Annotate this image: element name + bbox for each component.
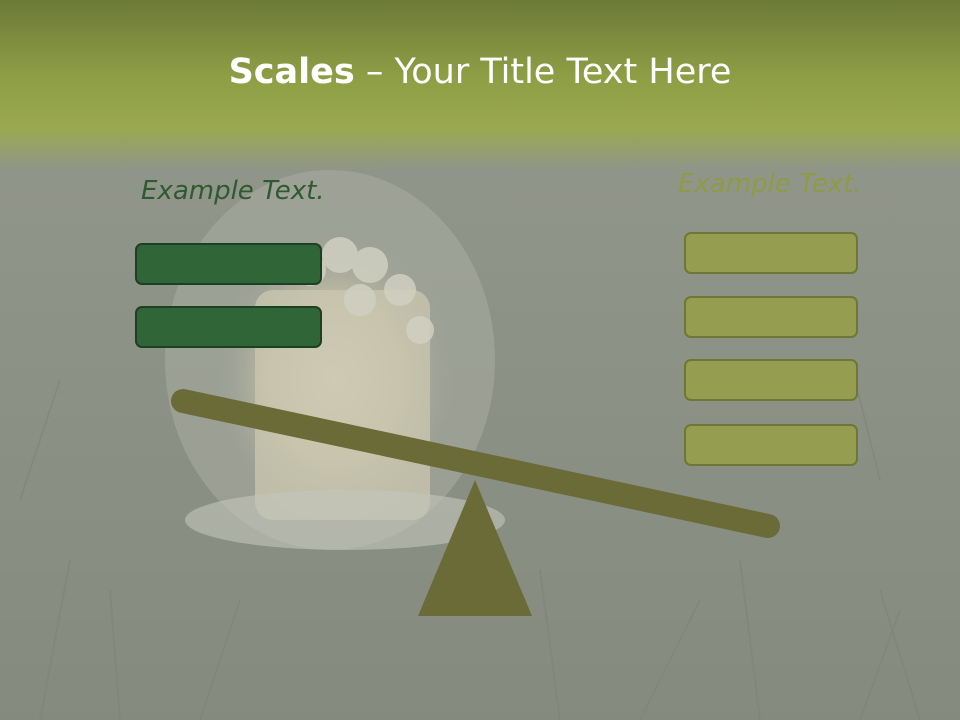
scale-fulcrum	[418, 480, 532, 616]
scale-beam	[171, 389, 780, 538]
left-box-2	[135, 306, 322, 348]
title-bold-text: Scales	[228, 52, 355, 92]
right-box-2	[684, 296, 858, 338]
slide-title: Scales – Your Title Text Here	[0, 52, 960, 92]
right-box-4	[684, 424, 858, 466]
left-example-label: Example Text.	[141, 176, 325, 206]
right-box-1	[684, 232, 858, 274]
left-box-1	[135, 243, 322, 285]
title-band	[0, 0, 960, 170]
right-box-3	[684, 359, 858, 401]
right-example-label: Example Text.	[678, 169, 862, 199]
title-rest-text: – Your Title Text Here	[354, 52, 732, 92]
